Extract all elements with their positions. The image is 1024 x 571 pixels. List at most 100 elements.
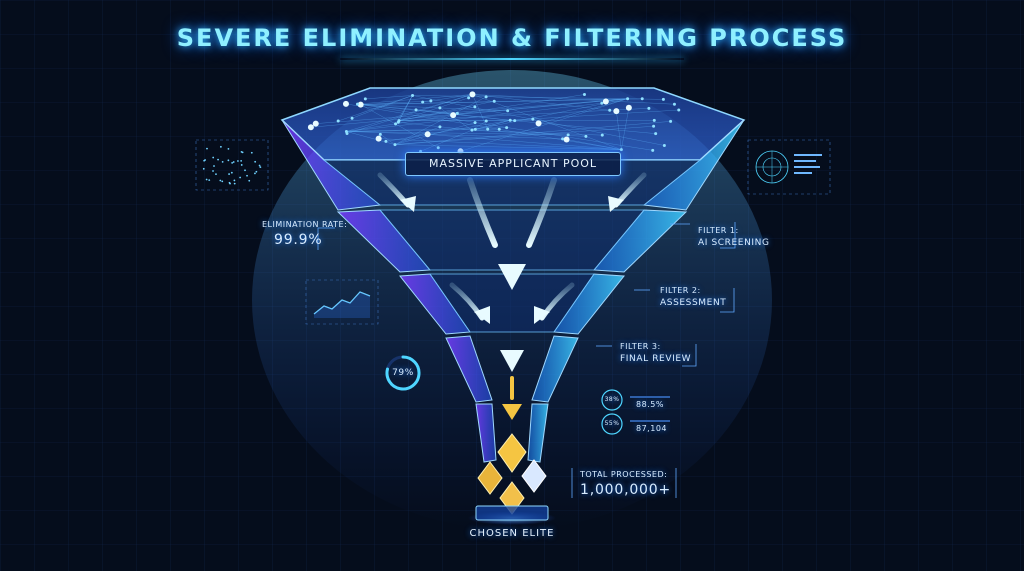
network-node bbox=[600, 101, 604, 105]
person-icon bbox=[424, 131, 431, 138]
network-node bbox=[661, 97, 665, 101]
network-link bbox=[621, 107, 630, 150]
network-node bbox=[608, 108, 612, 112]
scatter-dot bbox=[230, 171, 233, 174]
stat-rings bbox=[601, 389, 670, 435]
arrow-icon bbox=[502, 404, 522, 420]
network-link bbox=[346, 131, 563, 140]
network-node bbox=[584, 134, 588, 138]
arrow-icon bbox=[400, 196, 416, 212]
scatter-dot bbox=[215, 173, 217, 176]
network-node bbox=[654, 132, 658, 136]
network-node bbox=[652, 124, 656, 128]
scatter-dot bbox=[212, 156, 215, 159]
scatter-dot bbox=[219, 145, 222, 148]
scatter-dot bbox=[221, 180, 224, 183]
network-node bbox=[506, 109, 510, 113]
stat-value-1: 88.5% bbox=[636, 400, 664, 409]
scatter-dot bbox=[203, 159, 206, 162]
scatter-dot bbox=[259, 166, 262, 168]
network-link bbox=[360, 104, 439, 148]
network-link bbox=[510, 109, 679, 121]
scatter-dot bbox=[232, 161, 235, 163]
scatter-dot bbox=[219, 179, 222, 182]
network-node bbox=[467, 96, 471, 100]
network-node bbox=[531, 117, 535, 121]
network-node bbox=[356, 102, 360, 106]
network-link bbox=[394, 144, 622, 150]
scatter-dot bbox=[237, 160, 239, 162]
network-link bbox=[351, 95, 413, 119]
network-link bbox=[439, 107, 473, 131]
network-node bbox=[669, 119, 673, 123]
tier4-right-panel bbox=[531, 335, 579, 403]
network-node bbox=[561, 137, 565, 141]
scatter-dot bbox=[241, 151, 244, 154]
scatter-dot bbox=[217, 158, 219, 161]
arrow-icon bbox=[526, 177, 557, 248]
scatter-dot bbox=[231, 161, 234, 164]
network-node bbox=[484, 95, 488, 99]
network-link bbox=[360, 98, 643, 105]
elimination-rate-label: ELIMINATION RATE: bbox=[262, 220, 348, 229]
network-node bbox=[414, 108, 418, 112]
arrow-icon bbox=[467, 177, 498, 248]
scatter-dot bbox=[227, 147, 230, 150]
gauge-percent: 79% bbox=[392, 368, 414, 378]
filter-1-title: FILTER 1: bbox=[698, 226, 739, 235]
person-icon bbox=[342, 100, 349, 107]
network-node bbox=[619, 148, 623, 152]
scatter-dot bbox=[208, 179, 211, 182]
network-node bbox=[505, 126, 509, 130]
scatter-dot bbox=[254, 160, 257, 163]
tier4-left-panel bbox=[445, 335, 493, 403]
person-icon bbox=[375, 135, 382, 142]
network-link bbox=[394, 126, 440, 145]
person-icon bbox=[563, 136, 570, 143]
network-link bbox=[394, 121, 671, 145]
progress-gauge bbox=[385, 355, 421, 391]
network-node bbox=[438, 106, 442, 110]
flow-arrows bbox=[377, 172, 647, 420]
network-node bbox=[677, 108, 681, 112]
network-link bbox=[365, 95, 413, 100]
scatter-dot bbox=[213, 165, 215, 167]
network-link bbox=[427, 134, 622, 150]
arrow-icon bbox=[534, 306, 550, 324]
scatter-dot bbox=[229, 182, 231, 185]
network-node bbox=[473, 121, 477, 125]
network-link bbox=[394, 126, 654, 145]
left-line-chart-panel bbox=[305, 279, 379, 325]
stat-value-2: 87,104 bbox=[636, 424, 667, 433]
network-link bbox=[472, 94, 675, 105]
network-node bbox=[640, 97, 644, 101]
network-node bbox=[396, 120, 400, 124]
filter-1-name: AI SCREENING bbox=[698, 238, 770, 248]
person-icon bbox=[312, 120, 319, 127]
scatter-dot bbox=[240, 164, 243, 166]
scatter-dot bbox=[254, 172, 256, 175]
network-node bbox=[455, 111, 459, 115]
network-node bbox=[350, 116, 354, 120]
arrow-icon bbox=[500, 350, 524, 372]
applicant-pool-label: MASSIVE APPLICANT POOL bbox=[405, 152, 621, 176]
network-node bbox=[484, 119, 488, 123]
scatter-dot bbox=[228, 173, 230, 175]
network-link bbox=[472, 94, 610, 111]
arrow-icon bbox=[474, 306, 490, 324]
network-link bbox=[346, 94, 473, 132]
network-link bbox=[360, 104, 458, 114]
network-node bbox=[394, 122, 398, 126]
network-link bbox=[357, 94, 473, 105]
network-link bbox=[346, 131, 569, 136]
scatter-dot bbox=[240, 159, 243, 162]
scatter-dot bbox=[221, 160, 224, 163]
network-link bbox=[398, 97, 469, 121]
scatter-dot bbox=[206, 147, 208, 150]
network-node bbox=[438, 125, 442, 129]
network-node bbox=[497, 127, 501, 131]
person-icon bbox=[613, 108, 620, 115]
network-node bbox=[470, 128, 474, 132]
